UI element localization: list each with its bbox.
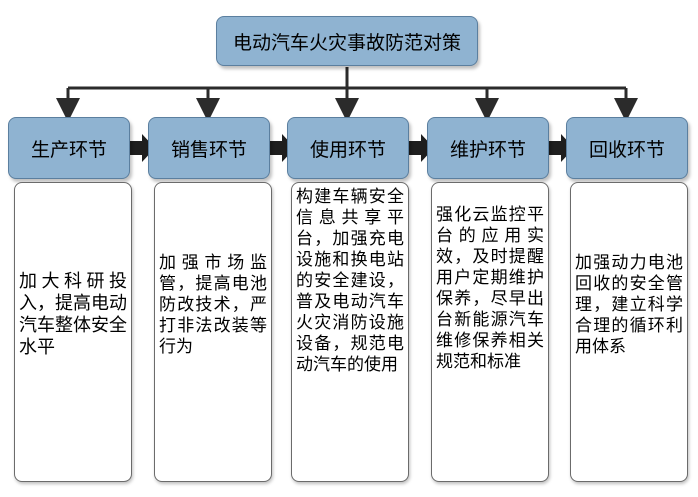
detail-text: 加大科研投入，提高电动汽车整体安全水平 (19, 271, 127, 358)
stage-box-production: 生产环节 (8, 117, 130, 179)
detail-panel-maintenance: 强化云监控平台的应用实效，及时提醒用户定期维护保养，尽早出台新能源汽车维修保养相… (431, 182, 549, 482)
flow-arrow-2 (270, 134, 295, 162)
stage-label: 生产环节 (30, 138, 107, 161)
stage-box-usage: 使用环节 (287, 117, 409, 179)
detail-panel-sales: 加强市场监管，提高电池防改技术，严打非法改装等行为 (154, 182, 272, 482)
detail-text: 强化云监控平台的应用实效，及时提醒用户定期维护保养，尽早出台新能源汽车维修保养相… (436, 205, 544, 372)
detail-text: 加强动力电池回收的安全管理，建立科学合理的循环利用体系 (575, 253, 683, 357)
detail-panel-recycling: 加强动力电池回收的安全管理，建立科学合理的循环利用体系 (570, 182, 688, 482)
diagram-title: 电动汽车火灾事故防范对策 (232, 31, 461, 54)
detail-panel-usage: 构建车辆安全信息共享平台，加强充电设施和换电站的安全建设，普及电动汽车火灾消防设… (291, 182, 409, 482)
stage-box-maintenance: 维护环节 (427, 117, 549, 179)
detail-panel-production: 加大科研投入，提高电动汽车整体安全水平 (14, 182, 132, 482)
stage-label: 维护环节 (449, 138, 526, 161)
stage-box-sales: 销售环节 (148, 117, 270, 179)
stage-label: 销售环节 (170, 138, 247, 161)
stage-label: 使用环节 (309, 138, 386, 161)
flow-arrow-3 (409, 134, 434, 162)
flow-arrow-4 (549, 134, 574, 162)
flow-arrow-1 (130, 134, 155, 162)
detail-text: 构建车辆安全信息共享平台，加强充电设施和换电站的安全建设，普及电动汽车火灾消防设… (296, 187, 404, 375)
diagram-title-box: 电动汽车火灾事故防范对策 (216, 16, 478, 66)
stage-box-recycling: 回收环节 (566, 117, 688, 179)
detail-text: 加强市场监管，提高电池防改技术，严打非法改装等行为 (159, 253, 267, 357)
stage-label: 回收环节 (588, 138, 665, 161)
